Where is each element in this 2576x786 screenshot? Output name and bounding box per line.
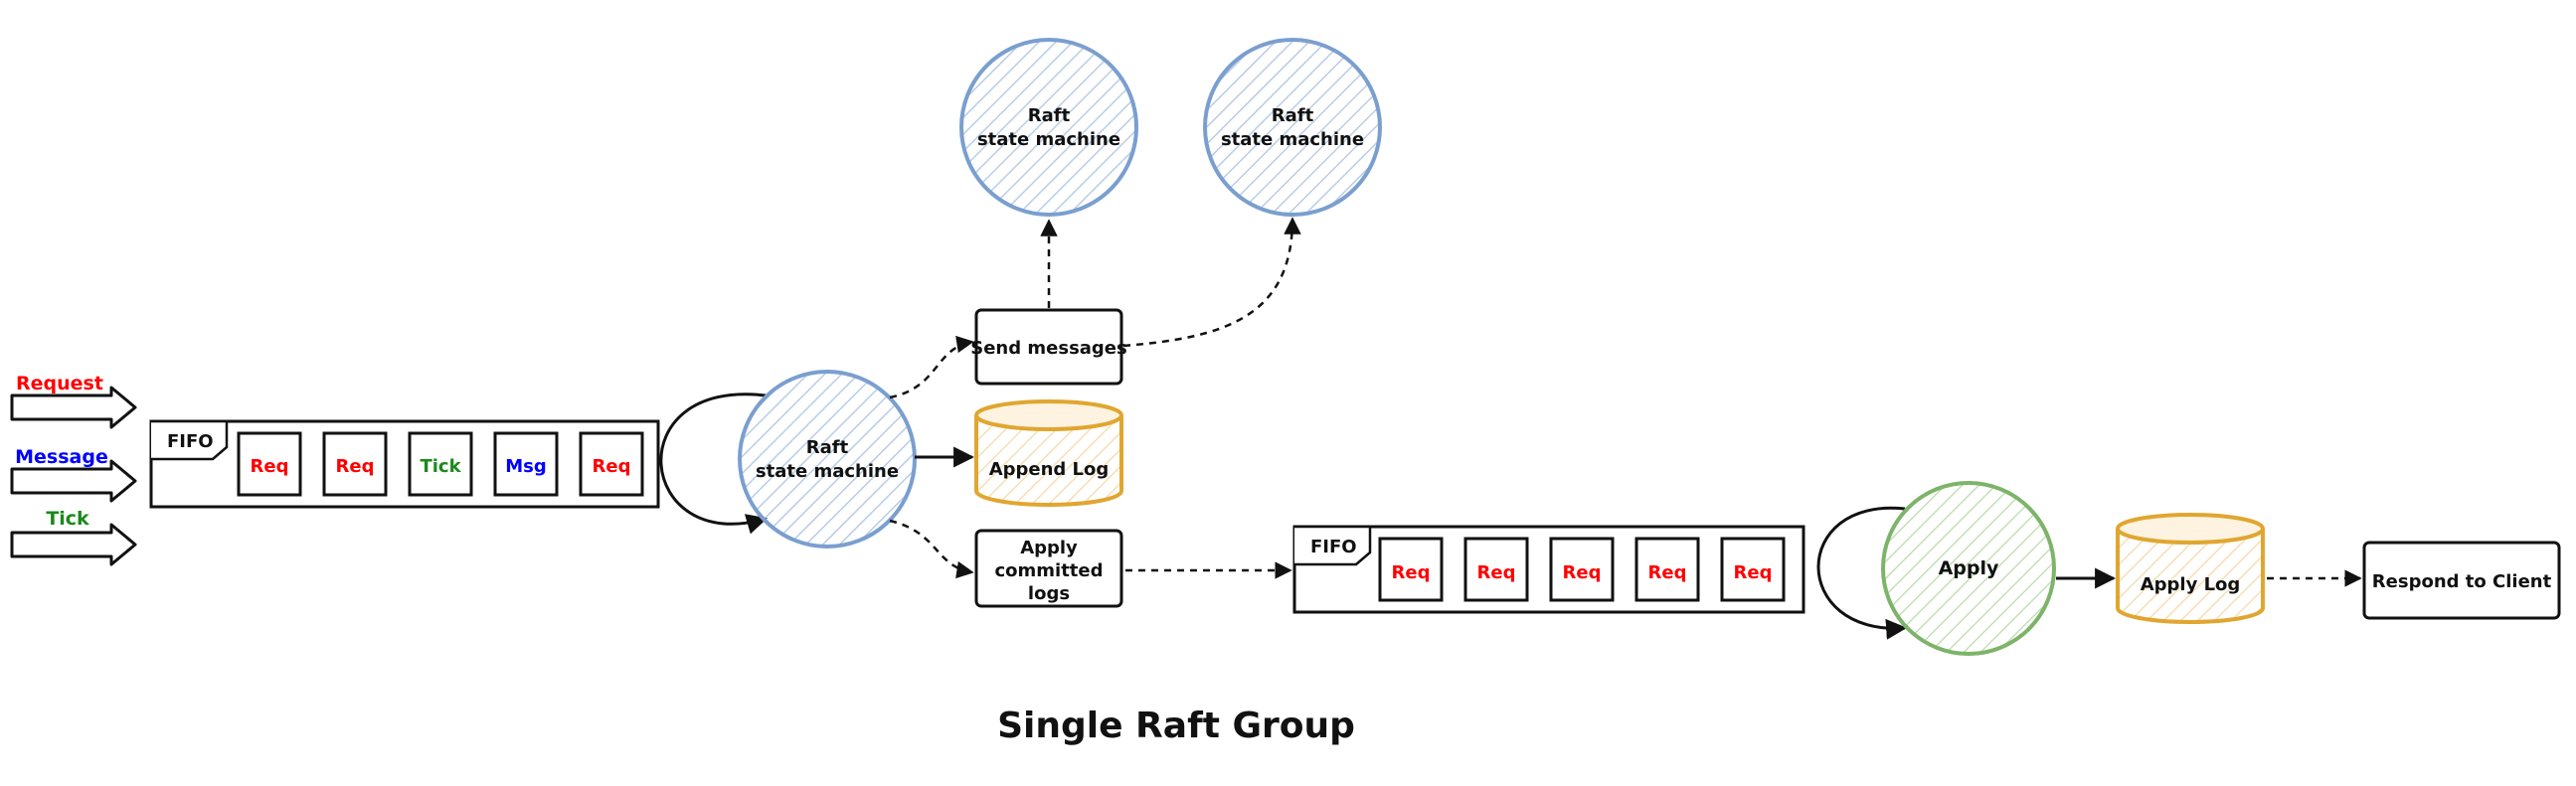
svg-text:Req: Req bbox=[1734, 562, 1773, 583]
svg-text:Respond to Client: Respond to Client bbox=[2372, 571, 2552, 592]
tick-input: Tick bbox=[10, 508, 137, 566]
queue-2-item: Req bbox=[1378, 537, 1444, 602]
request-input: Request bbox=[10, 373, 137, 429]
raft-state-machine-main: Raft state machine bbox=[738, 370, 917, 549]
svg-text:Apply: Apply bbox=[1939, 557, 1999, 579]
svg-text:Req: Req bbox=[593, 456, 631, 477]
svg-text:Req: Req bbox=[1563, 562, 1602, 583]
svg-text:state machine: state machine bbox=[1221, 129, 1364, 150]
queue-2-item: Req bbox=[1549, 537, 1615, 602]
queue-2-label: FIFO bbox=[1310, 537, 1357, 557]
diagram-title: Single Raft Group bbox=[997, 706, 1355, 746]
queue-1-item: Tick bbox=[408, 431, 473, 497]
loop-arrow-2 bbox=[1816, 506, 1908, 640]
respond-to-client-box: Respond to Client bbox=[2362, 541, 2561, 620]
send-to-peer-2-arrow bbox=[1122, 217, 1301, 348]
svg-text:Req: Req bbox=[1477, 562, 1516, 583]
svg-text:Req: Req bbox=[1648, 562, 1687, 583]
fifo-queue-2: FIFO Req Req Req Req Req bbox=[1292, 525, 1805, 614]
raft-to-apply-committed-arrow bbox=[889, 519, 974, 579]
send-messages-box: Send messages bbox=[970, 308, 1127, 386]
svg-text:Req: Req bbox=[251, 456, 289, 477]
apply-state-machine: Apply bbox=[1881, 481, 2056, 656]
raft-to-send-arrow bbox=[889, 335, 974, 399]
raft-state-machine-peer-1: Raft state machine bbox=[959, 38, 1138, 217]
svg-text:Apply Log: Apply Log bbox=[2141, 574, 2241, 595]
raft-state-machine-peer-2: Raft state machine bbox=[1203, 38, 1382, 217]
queue-2-tab bbox=[1294, 525, 1372, 566]
svg-text:Apply: Apply bbox=[1020, 538, 1078, 558]
svg-text:Raft: Raft bbox=[1028, 105, 1071, 126]
append-log-cylinder: Append Log bbox=[974, 399, 1123, 507]
svg-text:Raft: Raft bbox=[1272, 105, 1314, 126]
message-arrow-icon bbox=[10, 459, 137, 503]
request-label: Request bbox=[16, 373, 103, 394]
svg-text:Msg: Msg bbox=[505, 456, 547, 477]
svg-text:Req: Req bbox=[1392, 562, 1431, 583]
loop-arrow-1 bbox=[659, 393, 769, 535]
svg-text:Raft: Raft bbox=[806, 437, 849, 458]
tick-arrow-icon bbox=[10, 523, 137, 566]
apply-log-cylinder: Apply Log bbox=[2116, 513, 2265, 624]
queue-1-label: FIFO bbox=[167, 431, 214, 452]
queue-1-frame bbox=[149, 419, 660, 509]
queue-2-item: Req bbox=[1634, 537, 1700, 602]
tick-label: Tick bbox=[46, 508, 89, 530]
svg-text:state machine: state machine bbox=[977, 129, 1120, 150]
queue-1-item: Req bbox=[322, 431, 388, 497]
svg-text:Append Log: Append Log bbox=[989, 459, 1110, 480]
queue-1-item: Msg bbox=[493, 431, 559, 497]
request-arrow-icon bbox=[10, 386, 137, 429]
queue-1-item: Req bbox=[579, 431, 644, 497]
svg-text:committed: committed bbox=[994, 560, 1103, 581]
fifo-queue-1: FIFO Req Req Tick Msg Req bbox=[149, 419, 660, 509]
queue-1-tab bbox=[151, 419, 229, 461]
queue-2-item: Req bbox=[1720, 537, 1786, 602]
queue-2-item: Req bbox=[1463, 537, 1529, 602]
svg-text:Tick: Tick bbox=[420, 456, 461, 477]
svg-text:state machine: state machine bbox=[756, 461, 899, 482]
svg-text:logs: logs bbox=[1028, 583, 1070, 604]
apply-committed-logs-box: Apply committed logs bbox=[974, 529, 1123, 608]
svg-text:Req: Req bbox=[336, 456, 375, 477]
message-label: Message bbox=[15, 446, 108, 468]
svg-text:Send messages: Send messages bbox=[970, 338, 1126, 359]
message-input: Message bbox=[10, 446, 137, 503]
queue-1-item: Req bbox=[237, 431, 302, 497]
